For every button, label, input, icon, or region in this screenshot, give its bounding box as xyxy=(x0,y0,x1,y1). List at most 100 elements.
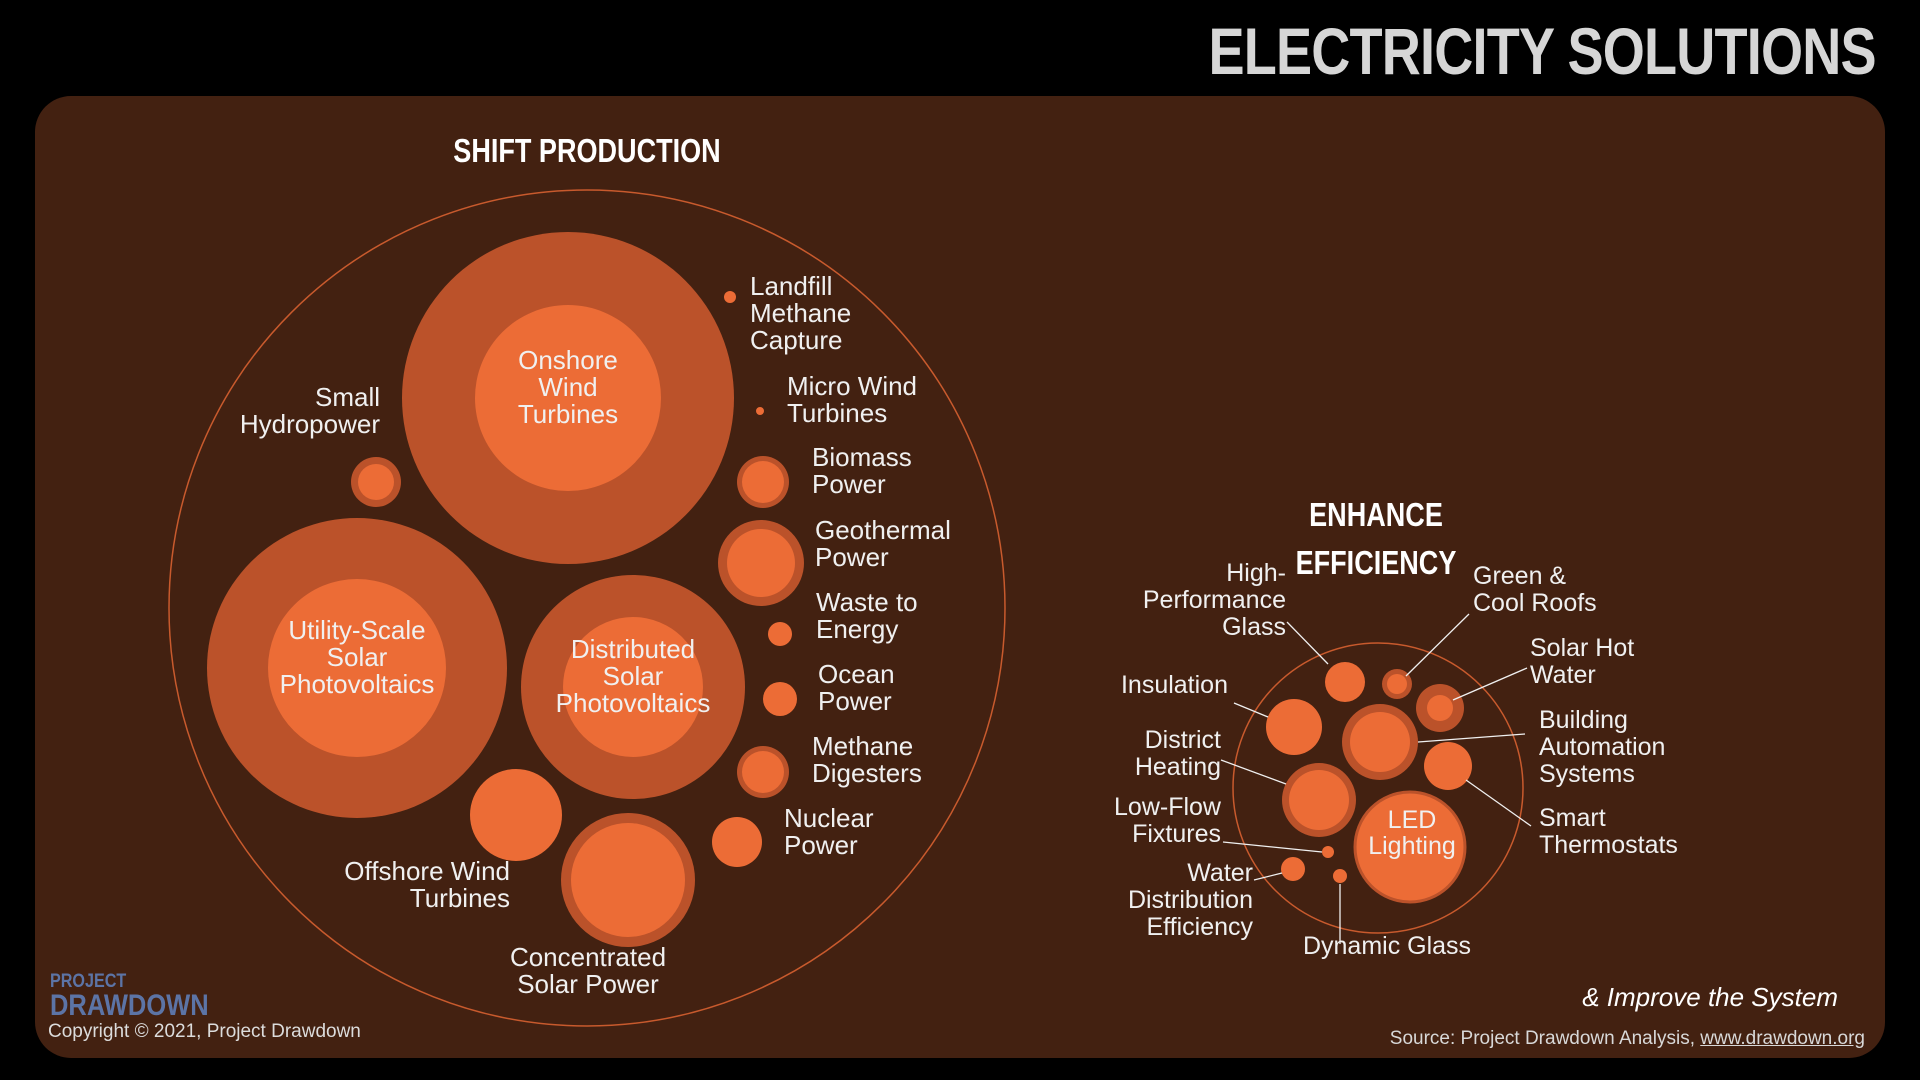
label-line: Ocean xyxy=(818,659,895,689)
bubble-waste-to-energy[interactable] xyxy=(768,622,792,646)
bubble-onshore-wind-turbines[interactable] xyxy=(402,232,734,564)
label-line: Heating xyxy=(1135,753,1221,781)
label-line: Micro Wind xyxy=(787,371,917,401)
label-line: Offshore Wind xyxy=(344,856,510,886)
bubble-inner xyxy=(475,305,661,491)
source-note: Source: Project Drawdown Analysis, www.d… xyxy=(1390,1028,1865,1050)
bubble-inner xyxy=(268,579,446,757)
bubble-low-flow-fixtures[interactable] xyxy=(1322,846,1334,858)
bubble-inner xyxy=(1289,770,1349,830)
label-line: Methane xyxy=(750,298,851,328)
bubble-fill xyxy=(1353,790,1467,904)
bubble-solar-hot-water[interactable] xyxy=(1416,684,1464,732)
leader-line xyxy=(1222,841,1323,853)
heading-line: SHIFT PRODUCTION xyxy=(453,134,720,170)
leader-line xyxy=(1220,759,1287,785)
leader-line xyxy=(1465,779,1532,827)
label-green-cool-roofs: Green &Cool Roofs xyxy=(1473,562,1597,617)
label-line: Capture xyxy=(750,325,843,355)
bubble-water-distribution-efficiency[interactable] xyxy=(1281,857,1305,881)
bubble-high-performance-glass[interactable] xyxy=(1325,662,1365,702)
bubble-nuclear-power[interactable] xyxy=(712,817,762,867)
improve-system-note: & Improve the System xyxy=(1582,982,1838,1012)
bubble-building-automation-systems[interactable] xyxy=(1342,704,1418,780)
bubble-concentrated-solar-power[interactable] xyxy=(561,813,695,947)
bubble-fill xyxy=(712,817,762,867)
label-line: Turbines xyxy=(787,398,887,428)
bubble-small-hydropower[interactable] xyxy=(351,457,401,507)
label-line: Lighting xyxy=(1368,832,1456,860)
bubble-inner xyxy=(727,529,795,597)
bubble-inner xyxy=(358,464,394,500)
label-line: Nuclear xyxy=(784,803,874,833)
project-drawdown-logo[interactable]: PROJECT DRAWDOWN xyxy=(50,972,237,1021)
bubble-methane-digesters[interactable] xyxy=(737,746,789,798)
label-line: Methane xyxy=(812,731,913,761)
label-line: Power xyxy=(818,686,892,716)
label-line: Low-Flow xyxy=(1114,793,1222,821)
source-link[interactable]: www.drawdown.org xyxy=(1700,1028,1865,1049)
label-line: Hydropower xyxy=(240,409,381,439)
label-line: Performance xyxy=(1143,586,1286,614)
label-line: Cool Roofs xyxy=(1473,589,1597,617)
bubble-geothermal-power[interactable] xyxy=(718,520,804,606)
shift-heading: SHIFT PRODUCTION xyxy=(453,134,720,170)
bubble-inner xyxy=(742,751,784,793)
label-line: Glass xyxy=(1222,613,1286,641)
bubble-inner xyxy=(1350,712,1410,772)
leader-line xyxy=(1405,613,1470,677)
bubble-insulation[interactable] xyxy=(1266,699,1322,755)
bubble-distributed-solar-photovoltaics[interactable] xyxy=(521,575,745,799)
bubble-smart-thermostats[interactable] xyxy=(1424,742,1472,790)
label-dynamic-glass: Dynamic Glass xyxy=(1303,932,1471,960)
efficiency-container-circle xyxy=(1232,642,1524,934)
label-line: Biomass xyxy=(812,442,912,472)
label-line: Power xyxy=(815,542,889,572)
label-line: Waste to xyxy=(816,587,918,617)
bubble-micro-wind-turbines[interactable] xyxy=(756,407,764,415)
label-line: Distributed xyxy=(571,634,695,664)
bubble-led-lighting[interactable] xyxy=(1353,790,1467,904)
bubble-ocean-power[interactable] xyxy=(763,682,797,716)
bubble-utility-scale-solar-photovoltaics[interactable] xyxy=(207,518,507,818)
bubble-fill xyxy=(470,769,562,861)
label-line: Dynamic Glass xyxy=(1303,932,1471,960)
bubble-fill xyxy=(1325,662,1365,702)
label-line: Power xyxy=(784,830,858,860)
bubble-biomass-power[interactable] xyxy=(737,456,789,508)
bubble-green-cool-roofs[interactable] xyxy=(1382,669,1412,699)
label-line: Concentrated xyxy=(510,942,666,972)
label-line: High- xyxy=(1226,559,1286,587)
bubble-landfill-methane-capture[interactable] xyxy=(724,291,736,303)
bubble-district-heating[interactable] xyxy=(1282,763,1356,837)
logo-line-1: PROJECT xyxy=(50,971,127,992)
leader-line xyxy=(1452,667,1528,701)
label-line: District xyxy=(1145,726,1221,754)
logo-line-2: DRAWDOWN xyxy=(50,989,209,1022)
bubble-fill xyxy=(768,622,792,646)
bubble-fill xyxy=(1424,742,1472,790)
label-line: Water xyxy=(1187,859,1253,887)
copyright-text: Copyright © 2021, Project Drawdown xyxy=(48,1021,361,1042)
label-line: Energy xyxy=(816,614,898,644)
bubble-inner xyxy=(563,617,703,757)
label-line: Geothermal xyxy=(815,515,951,545)
label-line: Green & xyxy=(1473,562,1566,590)
bubble-offshore-wind-turbines[interactable] xyxy=(470,769,562,861)
label-line: Solar Hot xyxy=(1530,634,1634,662)
bubble-inner xyxy=(1387,674,1407,694)
bubble-dynamic-glass[interactable] xyxy=(1333,869,1347,883)
label-insulation: Insulation xyxy=(1121,671,1228,699)
